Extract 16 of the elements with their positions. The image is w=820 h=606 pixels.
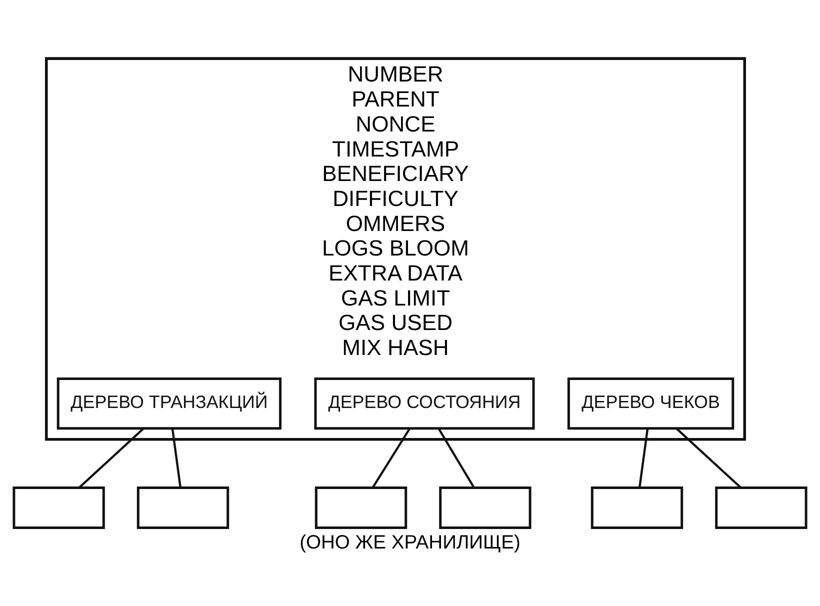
node-box xyxy=(590,486,684,528)
connector xyxy=(438,427,475,488)
connector xyxy=(638,428,649,488)
node-box: ДЕРЕВО СОСТОЯНИЯ xyxy=(314,376,535,430)
node-box xyxy=(314,486,408,528)
node-box xyxy=(439,486,532,528)
node-box: ДЕРЕВО ЧЕКОВ xyxy=(567,376,734,430)
node-box: ДЕРЕВО ТРАНЗАКЦИЙ xyxy=(56,376,282,430)
connector xyxy=(78,427,144,488)
connector xyxy=(676,427,742,488)
connector xyxy=(171,428,182,488)
node-box xyxy=(136,486,230,528)
caption: (ОНО ЖЕ ХРАНИЛИЩЕ) xyxy=(300,532,520,554)
connector xyxy=(372,427,411,488)
node-box xyxy=(715,486,808,528)
node-box xyxy=(12,486,105,528)
